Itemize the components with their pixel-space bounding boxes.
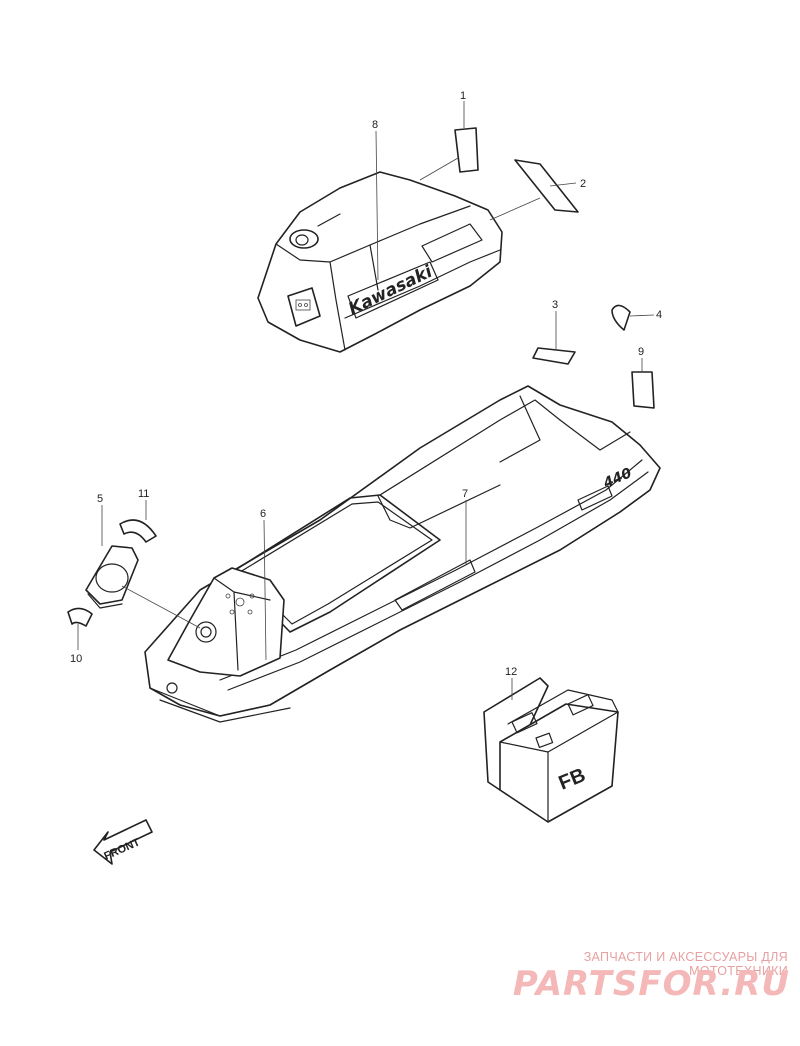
callout-7: 7 xyxy=(462,488,468,500)
engine-hood: Kawasaki xyxy=(257,171,503,353)
watermark-tagline: ЗАПЧАСТИ И АКСЕССУАРЫ ДЛЯ МОТОТЕХНИКИ xyxy=(583,950,788,978)
front-arrow: FRONT xyxy=(93,819,153,865)
callout-12: 12 xyxy=(505,666,517,678)
callout-5: 5 xyxy=(97,493,103,505)
callout-1: 1 xyxy=(460,90,466,102)
callout-11: 11 xyxy=(138,488,149,500)
decal-2 xyxy=(514,159,579,213)
decal-11 xyxy=(119,519,157,543)
callout-2: 2 xyxy=(580,178,586,190)
decal-9 xyxy=(631,371,655,409)
callout-3: 3 xyxy=(552,299,558,311)
callout-6: 6 xyxy=(260,508,266,520)
callout-8: 8 xyxy=(372,119,378,131)
hull: 440 xyxy=(144,385,661,723)
decal-1 xyxy=(454,127,479,173)
battery: FB xyxy=(483,677,619,823)
decal-10 xyxy=(67,607,93,627)
leader-lines xyxy=(77,101,655,700)
decal-3 xyxy=(532,347,576,365)
callout-4: 4 xyxy=(656,309,662,321)
watermark-logo: PARTSFOR.RU xyxy=(512,964,790,1004)
callout-9: 9 xyxy=(638,346,644,358)
decal-4 xyxy=(611,304,631,331)
callout-10: 10 xyxy=(70,653,82,665)
decal-5 xyxy=(85,545,139,609)
